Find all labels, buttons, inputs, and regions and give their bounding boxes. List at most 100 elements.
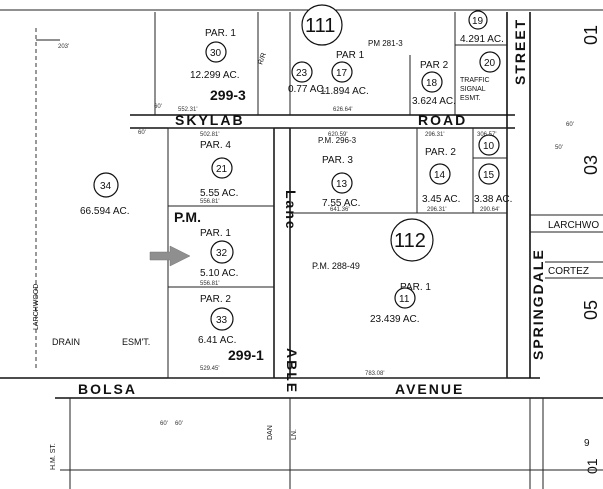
book-page-112-circle: [390, 218, 434, 262]
ln-label: LN.: [291, 429, 298, 440]
parcel-20-num: 20: [484, 58, 496, 69]
parcel-15-num: 15: [483, 170, 495, 181]
parcel-34-circle: [93, 172, 119, 198]
springdale-label: SPRINGDALE: [530, 248, 546, 360]
parcel-11-par: PAR. 1: [400, 282, 431, 293]
parcel-14-num: 14: [434, 170, 446, 181]
parcel-13-acres: 7.55 AC.: [322, 198, 360, 209]
dim-4: 620.59': [328, 132, 348, 138]
parcel-32-num: 32: [216, 248, 228, 259]
parcel-34-acres: 66.594 AC.: [80, 206, 129, 217]
drain-label: DRAIN: [52, 337, 80, 347]
pm-299-3-label: 299-3: [210, 87, 246, 103]
hm-st-label: H.M. ST.: [50, 443, 57, 470]
parcel-23-num: 23: [296, 68, 308, 79]
parcel-30-par: PAR. 1: [205, 28, 236, 39]
parcel-21-par: PAR. 4: [200, 140, 231, 151]
pm-288-49-label: P.M. 288-49: [312, 261, 360, 271]
parcel-21-acres: 5.55 AC.: [200, 188, 238, 199]
book-page-111-label: 111: [305, 15, 335, 37]
dim-3: 502.81': [200, 132, 220, 138]
parcel-30-num: 30: [210, 48, 222, 59]
parcel-33-num: 33: [216, 315, 228, 326]
dim-16: 203': [58, 44, 69, 50]
parcel-11-circle: [394, 287, 416, 309]
parcel-13-par: PAR. 3: [322, 155, 353, 166]
rr-label: R/R: [257, 52, 268, 66]
parcel-21-circle: [211, 157, 233, 179]
parcel-14-circle: [429, 163, 451, 185]
avenue-label: AVENUE: [395, 381, 464, 397]
dim-9: 296.31': [427, 207, 447, 213]
dim-8: 641.36': [330, 207, 350, 213]
dim-5: 296.31': [425, 132, 445, 138]
parcel-21-num: 21: [216, 164, 228, 175]
parcel-32-acres: 5.10 AC.: [200, 268, 238, 279]
pm-block-boundary: [167, 205, 275, 379]
pm-296-3-label: P.M. 296-3: [318, 136, 357, 145]
book-page-112-label: 112: [394, 230, 426, 252]
parcel-30-acres: 12.299 AC.: [190, 70, 239, 81]
parcel-32-circle: [210, 240, 234, 264]
skylab-label: SKYLAB: [175, 112, 245, 128]
cortez-label: CORTEZ: [548, 266, 589, 277]
book-page-111-circle: [301, 4, 343, 46]
parcel-17-num: 17: [336, 68, 348, 79]
parcel-19-num: 19: [472, 16, 484, 27]
parcel-18-par: PAR 2: [420, 60, 449, 71]
parcel-17-acres: 11.894 AC.: [320, 86, 369, 97]
parcel-23-circle: [291, 61, 313, 83]
parcel-11-num: 11: [399, 294, 410, 305]
parcel-30-circle: [205, 41, 227, 63]
parcel-18-acres: 3.624 AC.: [412, 96, 456, 107]
parcel-10-num: 10: [483, 141, 495, 152]
parcel-23-acres: 0.77 AC.: [288, 84, 326, 95]
parcel-19-circle: [468, 10, 488, 30]
parcel-18-num: 18: [426, 78, 438, 89]
parcel-17-circle: [331, 61, 353, 83]
dim-2: 626.64': [333, 107, 353, 113]
parcel-14-par: PAR. 2: [425, 147, 456, 158]
parcel-13-num: 13: [336, 179, 348, 190]
dim-13: 783.08': [365, 371, 385, 377]
parcel-32-par: PAR. 1: [200, 228, 231, 239]
parcel-11-acres: 23.439 AC.: [370, 314, 419, 325]
corner-label-05: 05: [581, 300, 601, 320]
parcel-14-acres: 3.45 AC.: [422, 194, 460, 205]
dim-15: 60': [175, 421, 183, 427]
larchwood-label: LARCHWO: [548, 220, 599, 231]
dim-1: 552.31': [178, 107, 198, 113]
dim-12: 529.45': [200, 366, 220, 372]
parcel-33-acres: 6.41 AC.: [198, 335, 236, 346]
esmt-label: ESMT.: [460, 95, 481, 102]
traffic-label: TRAFFIC: [460, 77, 490, 84]
dim-20: 60': [154, 104, 162, 110]
pm-299-1-label: 299-1: [228, 347, 264, 363]
dim-19: 60': [138, 130, 146, 136]
corner-label-01b: 01: [584, 458, 600, 474]
dim-10: 290.64': [480, 207, 500, 213]
parcel-18-circle: [421, 71, 443, 93]
parcel-10-circle: [478, 134, 500, 156]
parcel-11-boundary: [289, 212, 508, 379]
pm-281-3-label: PM 281-3: [368, 39, 403, 48]
parcel-13-circle: [331, 172, 353, 194]
parcel-33-par: PAR. 2: [200, 294, 231, 305]
highlight-arrow-icon: [149, 245, 191, 267]
dim-6: 306.57': [477, 132, 497, 138]
parcel-33-circle: [210, 307, 234, 331]
parcel-20-circle: [479, 51, 501, 73]
pm-block-label: P.M.: [174, 209, 201, 225]
dim-11: 556.81': [200, 281, 220, 287]
bolsa-label: BOLSA: [78, 381, 137, 397]
street-label: STREET: [512, 18, 528, 85]
parcel-15-acres: 3.38 AC.: [474, 194, 512, 205]
parcel-15-circle: [478, 163, 500, 185]
dim-7: 556.81': [200, 199, 220, 205]
corner-label-9: 9: [584, 438, 590, 449]
larchwood-dr-label: LARCHWOOD: [33, 284, 40, 330]
corner-label-01: 01: [581, 25, 601, 45]
drain-esmt-label: ESM'T.: [122, 337, 150, 347]
parcel-17-par: PAR 1: [336, 50, 365, 61]
